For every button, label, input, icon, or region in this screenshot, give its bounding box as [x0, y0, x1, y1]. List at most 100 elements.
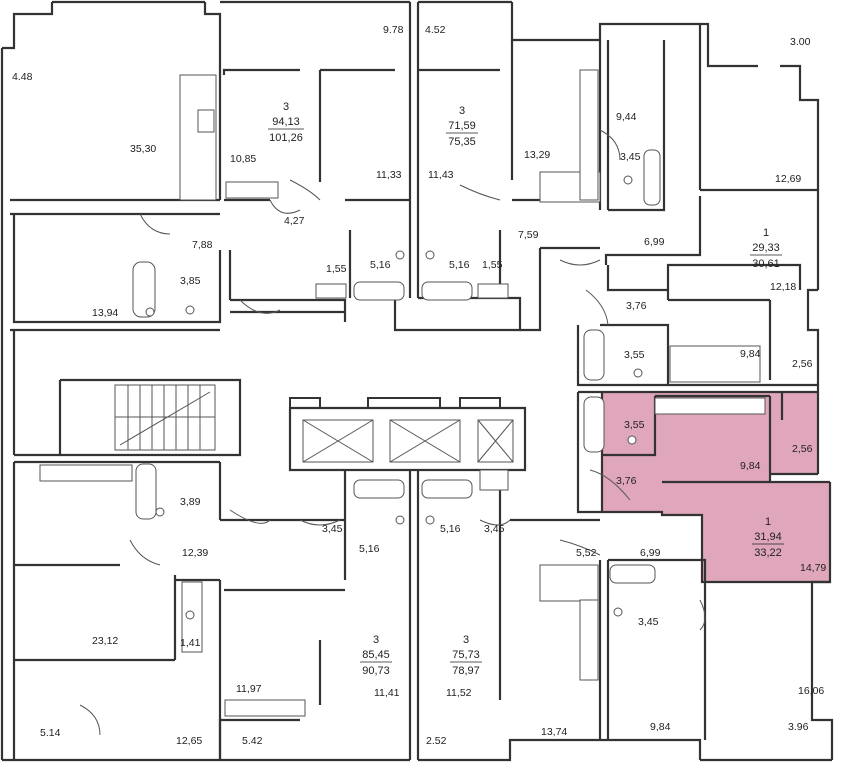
apt-rooms: 1	[763, 227, 769, 239]
apt-area: 71,59	[448, 120, 476, 132]
toilet-icon	[395, 250, 405, 260]
bathtub-icons	[132, 149, 661, 584]
toilet-icon	[613, 607, 623, 617]
room-area: 6,99	[640, 547, 661, 559]
room-area: 2,56	[792, 443, 813, 455]
room-area: 3,76	[616, 475, 637, 487]
apt-total: 101,26	[269, 132, 303, 144]
room-area: 9.78	[383, 24, 404, 36]
room-area: 5,52	[576, 547, 597, 559]
room-area: 3,45	[484, 523, 505, 535]
room-area: 4.52	[425, 24, 446, 36]
bathtub-icon	[609, 564, 656, 584]
bathtub-icon	[421, 281, 473, 301]
apt-area: 31,94	[754, 531, 782, 543]
bathtub-icon	[132, 261, 156, 318]
room-area: 9,44	[616, 111, 637, 123]
stove-icon	[654, 397, 766, 415]
room-area: 4.48	[12, 71, 33, 83]
room-area: 23,12	[92, 635, 118, 647]
apt-area: 94,13	[272, 116, 300, 128]
apt-area: 75,73	[452, 649, 480, 661]
stairs-icon	[114, 384, 216, 451]
toilet-icon	[633, 368, 643, 378]
apt-rooms: 3	[459, 105, 465, 117]
room-area: 7,88	[192, 239, 213, 251]
room-area: 5,16	[440, 523, 461, 535]
toilet-icon	[425, 515, 435, 525]
room-area: 12,18	[770, 281, 796, 293]
room-area: 7,59	[518, 229, 539, 241]
room-area: 3,89	[180, 496, 201, 508]
toilet-icons	[145, 175, 643, 620]
room-area: 12,39	[182, 547, 208, 559]
room-area: 2.52	[426, 735, 447, 747]
bathtub-icon	[583, 329, 605, 381]
kitchen-counters	[39, 69, 766, 717]
room-area: 3,85	[180, 275, 201, 287]
bathtub-icon	[421, 479, 473, 499]
room-area: 9,84	[740, 460, 761, 472]
room-area: 5.42	[242, 735, 263, 747]
room-area: 3,45	[620, 151, 641, 163]
door-swing-icons	[79, 129, 706, 736]
bathtub-icon	[583, 396, 605, 453]
room-area: 13,94	[92, 307, 118, 319]
apartment-labels: 3 94,13 101,26 3 71,59 75,35 1 29,33 30,…	[268, 101, 784, 677]
elevator-core	[288, 397, 527, 472]
room-area: 12,65	[176, 735, 202, 747]
room-area: 11,97	[236, 683, 262, 695]
room-area-labels: 4.48 35,30 9.78 10,85 11,33 4.52 11,43 1…	[12, 24, 826, 747]
room-area: 2,56	[792, 358, 813, 370]
toilet-icon	[395, 515, 405, 525]
apt-total: 75,35	[448, 136, 476, 148]
apt-rooms: 3	[373, 634, 379, 646]
room-area: 11,33	[376, 169, 402, 181]
stove-icon	[39, 464, 133, 482]
room-area: 5,16	[449, 259, 470, 271]
room-area: 3,76	[626, 300, 647, 312]
apartment-label[interactable]: 3 71,59 75,35	[446, 105, 478, 148]
apartment-label[interactable]: 3 85,45 90,73	[360, 634, 392, 677]
room-area: 3,55	[624, 349, 645, 361]
toilet-icon	[145, 307, 155, 317]
room-area: 10,85	[230, 153, 256, 165]
room-area: 1,41	[180, 637, 201, 649]
room-area: 3,45	[638, 616, 659, 628]
apartment-label[interactable]: 1 29,33 30,61	[750, 227, 782, 270]
toilet-icon	[155, 507, 165, 517]
apt-area: 85,45	[362, 649, 390, 661]
room-area: 9,84	[650, 721, 671, 733]
room-area: 3.96	[788, 721, 809, 733]
room-area: 13,74	[541, 726, 567, 738]
room-area: 13,29	[524, 149, 550, 161]
bathtub-icon	[353, 281, 405, 301]
room-area: 5,16	[370, 259, 391, 271]
toilet-icon	[623, 175, 633, 185]
room-area: 5,16	[359, 543, 380, 555]
room-area: 3,55	[624, 419, 645, 431]
stove-icon	[197, 109, 215, 133]
room-area: 4,27	[284, 215, 305, 227]
room-area: 16,06	[798, 685, 824, 697]
apartment-label[interactable]: 3 94,13 101,26	[268, 101, 304, 144]
apartment-label[interactable]: 1 31,94 33,22	[752, 516, 784, 559]
room-area: 5.14	[40, 727, 61, 739]
apt-rooms: 3	[463, 634, 469, 646]
apartment-label[interactable]: 3 75,73 78,97	[450, 634, 482, 677]
highlighted-apartment[interactable]	[602, 392, 830, 582]
room-area: 11,41	[374, 687, 400, 699]
room-area: 6,99	[644, 236, 665, 248]
room-area: 3.00	[790, 36, 811, 48]
apt-total: 33,22	[754, 547, 782, 559]
bathtub-icon	[135, 463, 157, 520]
room-area: 1,55	[482, 259, 503, 271]
toilet-icon	[425, 250, 435, 260]
bathtub-icon	[353, 479, 405, 499]
toilet-icon	[627, 435, 637, 445]
apt-rooms: 3	[283, 101, 289, 113]
room-area: 35,30	[130, 143, 156, 155]
room-area: 9,84	[740, 348, 761, 360]
room-area: 12,69	[775, 173, 801, 185]
